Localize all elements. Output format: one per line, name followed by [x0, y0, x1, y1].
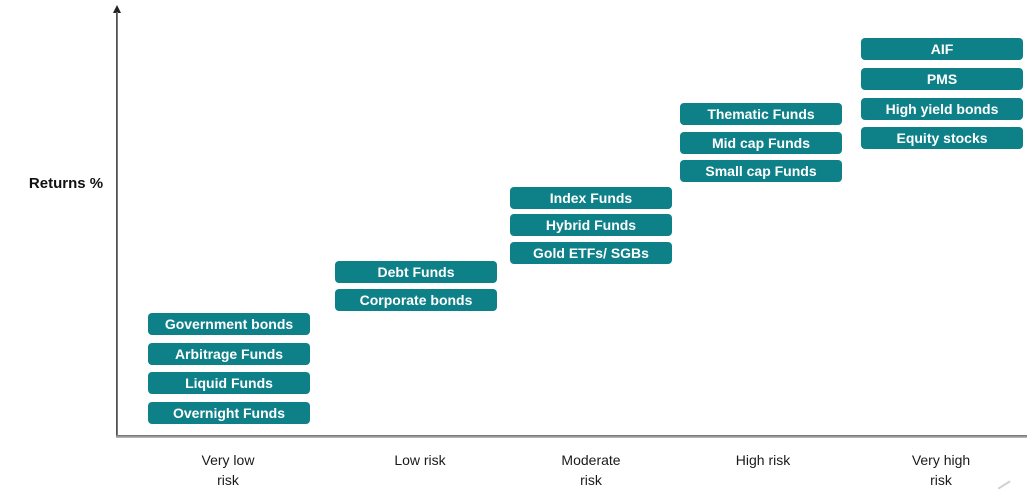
- x-axis-label-very-low-risk: Very low risk: [201, 452, 255, 488]
- fund-box-liquid-funds: Liquid Funds: [148, 372, 310, 394]
- fund-box-high-yield-bonds: High yield bonds: [861, 98, 1023, 120]
- fund-box-overnight-funds: Overnight Funds: [148, 402, 310, 424]
- y-axis-title: Returns %: [28, 175, 104, 192]
- fund-box-government-bonds: Government bonds: [148, 313, 310, 335]
- x-axis-label-moderate-risk: Moderate risk: [561, 452, 621, 488]
- fund-box-thematic-funds: Thematic Funds: [680, 103, 842, 125]
- fund-box-debt-funds: Debt Funds: [335, 261, 497, 283]
- fund-box-corporate-bonds: Corporate bonds: [335, 289, 497, 311]
- fund-box-mid-cap-funds: Mid cap Funds: [680, 132, 842, 154]
- fund-box-index-funds: Index Funds: [510, 187, 672, 209]
- y-axis-line: [116, 12, 118, 437]
- fund-box-pms: PMS: [861, 68, 1023, 90]
- x-axis-label-high-risk: High risk: [735, 452, 791, 468]
- fund-box-small-cap-funds: Small cap Funds: [680, 160, 842, 182]
- fund-box-hybrid-funds: Hybrid Funds: [510, 214, 672, 236]
- fund-box-equity-stocks: Equity stocks: [861, 127, 1023, 149]
- fund-box-gold-etfs-sgbs: Gold ETFs/ SGBs: [510, 242, 672, 264]
- x-axis-label-very-high-risk: Very high risk: [911, 452, 971, 488]
- fund-box-arbitrage-funds: Arbitrage Funds: [148, 343, 310, 365]
- x-axis-label-low-risk: Low risk: [394, 452, 446, 468]
- y-axis-arrow-icon: [112, 5, 121, 13]
- x-axis-line: [116, 435, 1027, 438]
- fund-box-aif: AIF: [861, 38, 1023, 60]
